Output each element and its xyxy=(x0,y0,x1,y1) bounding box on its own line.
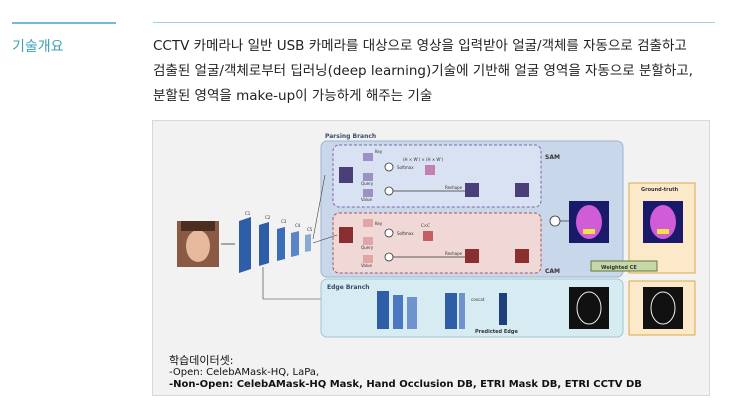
sam-value-label: Value xyxy=(361,197,373,202)
ground-truth-face xyxy=(650,205,676,239)
predicted-edge-label: Predicted Edge xyxy=(475,329,518,335)
sam-shape-label: (H × W') × (H × W') xyxy=(403,157,443,162)
cam-value-block xyxy=(363,255,373,263)
sam-multiply-1 xyxy=(384,162,394,172)
ground-truth-edge-image xyxy=(643,287,683,329)
description-line-2: 검출된 얼굴/객체로부터 딥러닝(deep learning)기술에 기반해 얼… xyxy=(153,63,693,79)
layer-label-c1: C1 xyxy=(245,211,251,216)
section-rule-right xyxy=(153,22,715,23)
dataset-non-open: -Non-Open: CelebAMask-HQ Mask, Hand Occl… xyxy=(169,379,642,390)
parsing-branch-label: Parsing Branch xyxy=(325,133,376,140)
cam-query-block xyxy=(363,237,373,245)
cam-output-block-2 xyxy=(515,249,529,263)
ground-truth-label: Ground-truth xyxy=(641,187,679,193)
cam-reshape-label: Reshape xyxy=(445,251,463,256)
dataset-title: 학습데이터셋: xyxy=(169,354,234,367)
edge-block-3 xyxy=(407,297,417,329)
layer-c2 xyxy=(259,222,269,266)
concat-label: concat xyxy=(471,297,485,302)
dataset-open: -Open: CelebAMask-HQ, LaPa, xyxy=(169,367,320,378)
layer-label-c2: C2 xyxy=(265,215,271,220)
backbone-to-cam xyxy=(312,234,338,244)
parsing-output-mouth xyxy=(583,229,595,234)
predicted-edge-outline xyxy=(576,291,602,325)
sam-key-block xyxy=(363,153,373,161)
description-line-1: CCTV 카메라나 일반 USB 카메라를 대상으로 영상을 입력받아 얼굴/객… xyxy=(153,38,687,54)
sam-output-block-1 xyxy=(465,183,479,197)
architecture-figure: Parsing Branch SAM CAM Key Query Value S… xyxy=(152,120,710,396)
edge-output-block xyxy=(499,293,507,325)
input-face-skin xyxy=(186,230,210,262)
layer-c1 xyxy=(239,217,251,273)
sam-label: SAM xyxy=(545,154,560,161)
ground-truth-mouth xyxy=(657,229,669,234)
input-face-hair xyxy=(181,221,215,231)
layer-label-c4: C4 xyxy=(295,223,301,228)
cam-shape-label: C×C xyxy=(421,223,430,228)
edge-block-5 xyxy=(459,293,465,329)
backbone-to-sam xyxy=(312,174,326,240)
layer-c4 xyxy=(291,231,299,257)
edge-block-1 xyxy=(377,291,389,329)
cam-output-block-1 xyxy=(465,249,479,263)
cam-key-label: Key xyxy=(375,221,383,226)
cam-key-block xyxy=(363,219,373,227)
edge-block-4 xyxy=(445,293,457,329)
weighted-ce-box xyxy=(590,260,658,272)
layer-label-c3: C3 xyxy=(281,219,287,224)
parsing-output-face xyxy=(576,205,602,239)
cam-multiply-2 xyxy=(384,252,394,262)
sam-softmax-label: Softmax xyxy=(397,165,414,170)
cam-value-label: Value xyxy=(361,263,373,268)
description-line-3: 분할된 영역을 make-up이 가능하게 해주는 기술 xyxy=(153,88,433,104)
cam-attention-map xyxy=(423,231,433,241)
edge-branch-label: Edge Branch xyxy=(327,284,370,291)
cam-multiply-1 xyxy=(384,228,394,238)
edge-block-2 xyxy=(393,295,403,329)
sam-multiply-2 xyxy=(384,186,394,196)
fusion-sum xyxy=(549,215,561,227)
architecture-diagram: Parsing Branch SAM CAM Key Query Value S… xyxy=(177,133,696,338)
cam-feature-block xyxy=(339,227,353,243)
sam-feature-block xyxy=(339,167,353,183)
sam-value-block xyxy=(363,189,373,197)
dataset-caption: 학습데이터셋: -Open: CelebAMask-HQ, LaPa, -Non… xyxy=(169,355,642,391)
sam-key-label: Key xyxy=(375,149,383,154)
layer-c5 xyxy=(305,234,311,252)
ground-truth-edge-outline xyxy=(650,291,676,325)
sam-query-label: Query xyxy=(361,181,374,186)
layer-label-c5: C5 xyxy=(307,227,313,232)
predicted-edge-image xyxy=(569,287,609,329)
sam-reshape-label: Reshape xyxy=(445,185,463,190)
cam-query-label: Query xyxy=(361,245,374,250)
sam-output-block-2 xyxy=(515,183,529,197)
cam-softmax-label: Softmax xyxy=(397,231,414,236)
weighted-ce-label: Weighted CE xyxy=(601,265,637,271)
section-rule-left xyxy=(12,22,116,24)
description: CCTV 카메라나 일반 USB 카메라를 대상으로 영상을 입력받아 얼굴/객… xyxy=(153,34,723,109)
layer-c3 xyxy=(277,227,285,261)
sam-attention-map xyxy=(425,165,435,175)
cam-label: CAM xyxy=(545,268,560,275)
section-label: 기술개요 xyxy=(12,39,64,55)
sam-query-block xyxy=(363,173,373,181)
